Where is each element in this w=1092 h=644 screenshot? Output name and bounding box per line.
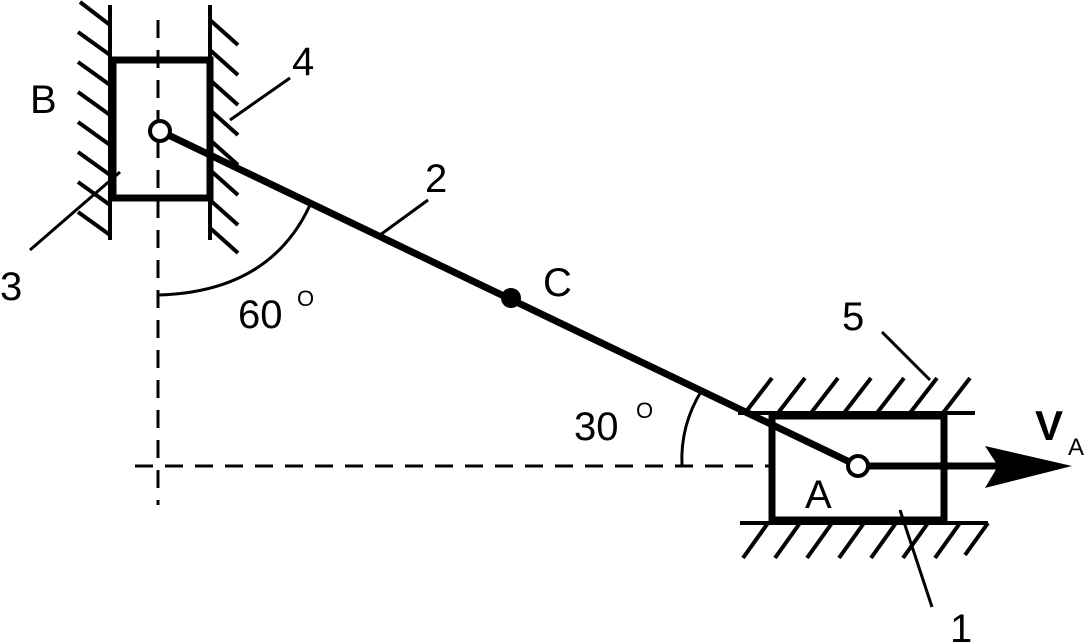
angle-30-degree: O — [636, 398, 653, 423]
angle-arc-30 — [680, 389, 704, 467]
label-a: A — [805, 473, 832, 517]
velocity-subscript: A — [1068, 434, 1084, 461]
velocity-arrow — [862, 446, 1072, 488]
leader-3 — [29, 170, 121, 252]
label-part-2: 2 — [425, 157, 447, 201]
angle-30-value: 30 — [574, 405, 619, 449]
joint-b — [148, 119, 172, 143]
guide-b-right-wall — [208, 5, 240, 255]
joint-a — [846, 454, 870, 478]
label-b: B — [30, 78, 57, 122]
leader-5 — [880, 330, 932, 382]
label-part-3: 3 — [0, 265, 22, 309]
leader-1 — [898, 509, 934, 608]
leader-4 — [229, 76, 291, 122]
label-part-5: 5 — [842, 295, 864, 339]
velocity-symbol: V — [1035, 402, 1063, 449]
guide-a-top-wall — [738, 376, 975, 415]
point-c-dot — [501, 288, 521, 308]
angle-60-value: 60 — [238, 293, 283, 337]
label-part-4: 4 — [292, 40, 314, 84]
label-c: C — [543, 261, 572, 305]
guide-a-bottom-wall — [740, 521, 990, 560]
slider-b-block — [109, 56, 214, 202]
leader-2 — [379, 198, 429, 237]
angle-60-degree: O — [297, 286, 314, 311]
angle-arc-60 — [157, 204, 312, 297]
label-part-1: 1 — [950, 607, 972, 644]
